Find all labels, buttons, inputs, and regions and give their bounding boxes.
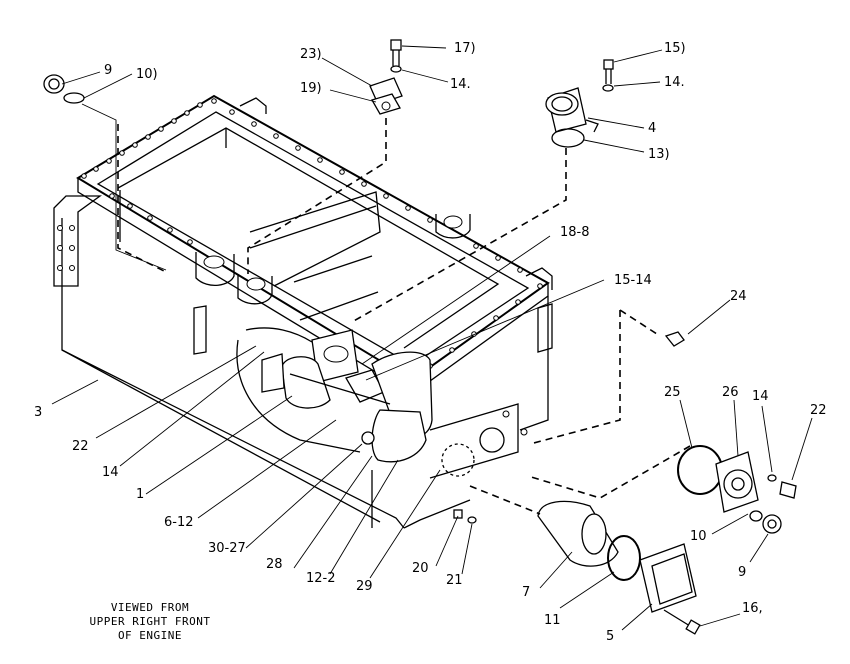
callout-28: 28 [266, 557, 283, 572]
view-caption: VIEWED FROM UPPER RIGHT FRONT OF ENGINE [89, 601, 210, 642]
callout-23: 23) [300, 47, 322, 62]
callout-20: 20 [412, 561, 429, 576]
callout-6-12: 6-12 [164, 515, 194, 530]
callout-15-14: 15-14 [614, 273, 652, 288]
callout-24: 24 [730, 289, 747, 304]
callout-11: 11 [544, 613, 561, 628]
callout-1: 1 [136, 487, 144, 502]
caption-line-3: OF ENGINE [118, 629, 182, 642]
front-right-parts [453, 331, 797, 635]
callout-16: 16, [742, 601, 763, 616]
callout-4: 4 [648, 121, 656, 136]
center-lines [117, 118, 691, 515]
flange-bolt-holes [81, 98, 543, 369]
caption-line-1: VIEWED FROM [111, 601, 189, 614]
callout-22: 22 [72, 439, 89, 454]
callout-19: 19) [300, 81, 322, 96]
callout-14: 14 [102, 465, 119, 480]
callout-14: 14. [450, 77, 471, 92]
caption-line-2: UPPER RIGHT FRONT [89, 615, 210, 628]
callout-10: 10) [136, 67, 158, 82]
callout-10: 10 [690, 529, 707, 544]
callout-14: 14 [752, 389, 769, 404]
callout-13: 13) [648, 147, 670, 162]
callout-9: 9 [738, 565, 746, 580]
callout-22: 22 [810, 403, 827, 418]
leader-lines [51, 45, 813, 631]
callout-9: 9 [104, 63, 112, 78]
callout-14: 14. [664, 75, 685, 90]
bracket-holes [57, 225, 75, 271]
callout-21: 21 [446, 573, 463, 588]
suction-tube-assembly [261, 329, 433, 463]
oil-pan-body [53, 94, 553, 529]
callout-29: 29 [356, 579, 373, 594]
callout-25: 25 [664, 385, 681, 400]
callout-12-2: 12-2 [306, 571, 336, 586]
callout-26: 26 [722, 385, 739, 400]
callout-3: 3 [34, 405, 42, 420]
callout-17: 17) [454, 41, 476, 56]
callout-5: 5 [606, 629, 614, 644]
callout-7: 7 [522, 585, 530, 600]
callout-30-27: 30-27 [208, 541, 246, 556]
callout-15: 15) [664, 41, 686, 56]
top-fittings [43, 39, 614, 271]
callout-18-8: 18-8 [560, 225, 590, 240]
callout-labels: 9 10) 23) 17) 14. 19) 15) 14. 4 13) 18-8… [34, 41, 827, 644]
